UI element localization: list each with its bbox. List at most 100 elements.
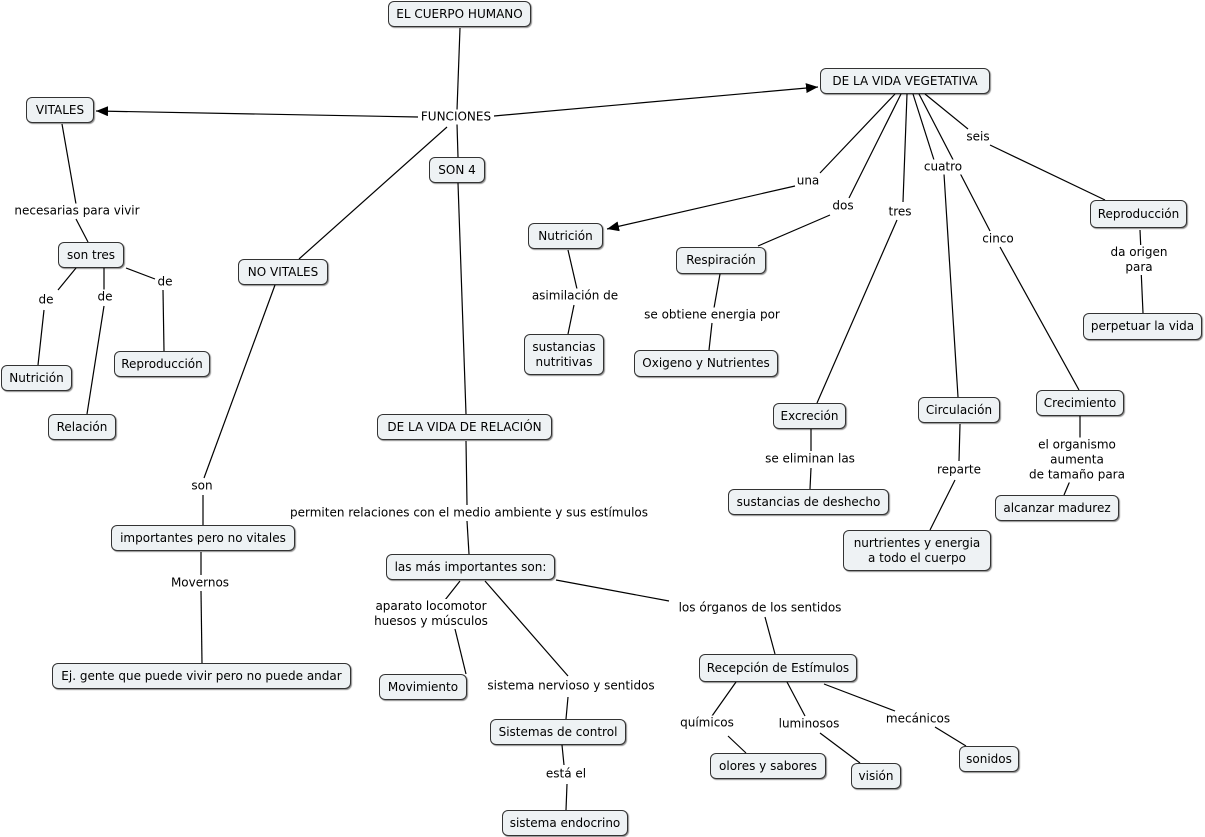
connector-line: [484, 580, 569, 677]
connector-line: [37, 309, 45, 366]
connector-line: [555, 579, 670, 602]
label-cuatro: cuatro: [922, 159, 964, 175]
node-sistemas-control[interactable]: Sistemas de control: [490, 719, 626, 745]
connector-line: [809, 467, 812, 490]
connector-line: [848, 93, 902, 199]
label-da-origen: da origen para: [1106, 245, 1172, 275]
node-perpetuar-vida[interactable]: perpetuar la vida: [1083, 313, 1202, 340]
label-aparato-locomotor: aparato locomotor huesos y músculos: [373, 599, 489, 629]
connector-line: [786, 681, 806, 717]
node-son-tres[interactable]: son tres: [58, 242, 124, 268]
connector-line: [958, 423, 961, 462]
connector-line: [203, 284, 276, 479]
node-circulacion[interactable]: Circulación: [918, 397, 1000, 423]
connector-line: [454, 628, 467, 675]
connector-line: [943, 173, 959, 398]
connector-line: [1140, 267, 1144, 314]
connector-line: [823, 683, 896, 712]
label-mecanicos: mecánicos: [884, 711, 952, 727]
connector-line: [816, 219, 898, 404]
node-crecimiento[interactable]: Crecimiento: [1036, 390, 1124, 416]
connector-line: [162, 289, 165, 352]
node-excrecion[interactable]: Excreción: [773, 403, 846, 429]
label-movernos: Movernos: [169, 575, 231, 591]
connector-line: [565, 783, 568, 811]
connector-line: [764, 616, 776, 655]
connector-line: [86, 305, 105, 415]
connector-line: [75, 218, 89, 243]
label-necesarias-para-vivir: necesarias para vivir: [13, 203, 141, 219]
connector-line: [57, 267, 77, 291]
connector-line: [61, 123, 77, 205]
node-nutricion-right[interactable]: Nutrición: [528, 223, 603, 249]
label-cinco: cinco: [981, 231, 1015, 247]
label-se-obtiene-energia: se obtiene energia por: [643, 307, 781, 323]
label-organismo-aumenta: el organismo aumenta de tamaño para: [1013, 437, 1141, 483]
connector-line: [465, 440, 468, 506]
label-dos: dos: [831, 198, 855, 214]
connector-line: [912, 93, 935, 161]
node-recepcion-estimulos[interactable]: Recepción de Estímulos: [699, 654, 857, 682]
node-vitales[interactable]: VITALES: [26, 97, 94, 123]
node-vida-relacion[interactable]: DE LA VIDA DE RELACIÓN: [377, 414, 552, 440]
connector-line: [727, 735, 747, 754]
connector-line: [757, 214, 831, 247]
label-tres: tres: [887, 204, 913, 220]
node-nutricion-left[interactable]: Nutrición: [1, 365, 72, 391]
node-mas-importantes[interactable]: las más importantes son:: [386, 554, 555, 580]
connector-line: [565, 696, 569, 720]
node-son-4[interactable]: SON 4: [429, 157, 485, 183]
node-reproduccion-left[interactable]: Reproducción: [114, 351, 210, 377]
connector-line: [125, 267, 156, 280]
node-sustancias-nutritivas[interactable]: sustancias nutritivas: [524, 334, 604, 375]
label-una: una: [795, 173, 821, 189]
connector-line: [493, 83, 819, 117]
node-ej-gente[interactable]: Ej. gente que puede vivir pero no puede …: [52, 663, 351, 689]
connector-line: [924, 93, 969, 130]
node-nutrientes-energia[interactable]: nurtrientes y energia a todo el cuerpo: [843, 530, 991, 571]
node-reproduccion-right[interactable]: Reproducción: [1090, 200, 1187, 228]
connector-line: [561, 744, 565, 766]
connector-line: [606, 185, 796, 232]
connector-line: [989, 144, 1106, 201]
node-olores-sabores[interactable]: olores y sabores: [710, 753, 826, 779]
node-no-vitales[interactable]: NO VITALES: [238, 259, 328, 285]
node-vida-vegetativa[interactable]: DE LA VIDA VEGETATIVA: [820, 68, 990, 94]
node-vision[interactable]: visión: [851, 763, 901, 789]
node-oxigeno-nutrientes[interactable]: Oxigeno y Nutrientes: [634, 350, 778, 377]
label-sistema-nervioso: sistema nervioso y sentidos: [486, 678, 656, 694]
node-movimiento[interactable]: Movimiento: [379, 674, 467, 700]
connector-line: [200, 590, 203, 664]
connector-line: [819, 732, 861, 764]
connector-line: [902, 93, 908, 203]
connector-line: [708, 322, 713, 351]
node-respiracion[interactable]: Respiración: [676, 247, 766, 274]
node-alcanzar-madurez[interactable]: alcanzar madurez: [995, 495, 1119, 521]
connector-line: [567, 249, 578, 290]
connector-line: [444, 580, 461, 601]
label-organos-sentidos: los órganos de los sentidos: [677, 600, 843, 616]
connector-line: [456, 123, 459, 158]
node-relacion[interactable]: Relación: [48, 414, 116, 440]
label-esta-el: está el: [544, 766, 588, 782]
node-importantes[interactable]: importantes pero no vitales: [111, 525, 295, 551]
connector-line: [999, 246, 1080, 391]
label-funciones: FUNCIONES: [419, 109, 493, 125]
node-sustancias-deshecho[interactable]: sustancias de deshecho: [728, 489, 889, 515]
node-cuerpo-humano[interactable]: EL CUERPO HUMANO: [388, 1, 531, 27]
node-sistema-endocrino[interactable]: sistema endocrino: [502, 810, 628, 836]
label-asimilacion: asimilación de: [530, 288, 620, 304]
label-reparte: reparte: [935, 462, 983, 478]
label-de-reproduccion: de: [156, 274, 174, 290]
connector-line: [711, 681, 737, 717]
label-son: son: [190, 478, 214, 494]
connector-line: [567, 304, 575, 335]
connector-line: [298, 126, 448, 260]
label-se-eliminan: se eliminan las: [764, 451, 856, 467]
node-sonidos[interactable]: sonidos: [959, 746, 1019, 772]
label-permiten-relaciones: permiten relaciones con el medio ambient…: [288, 505, 650, 521]
connector-line: [934, 726, 967, 747]
label-de-relacion: de: [96, 289, 114, 305]
